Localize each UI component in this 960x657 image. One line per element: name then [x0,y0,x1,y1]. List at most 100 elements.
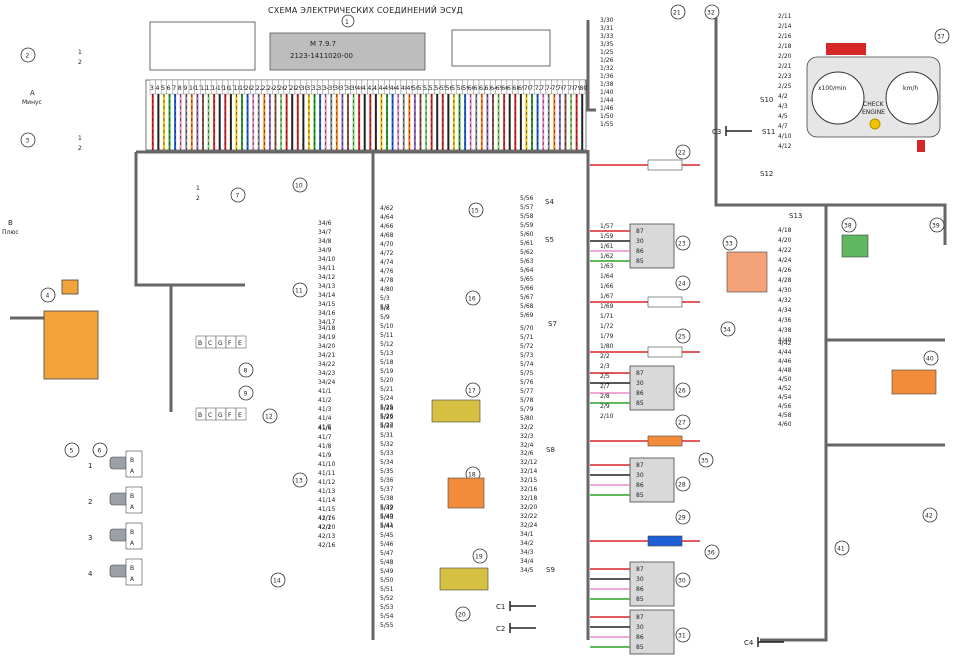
component-ref-circle [834,540,850,556]
component-17-body [431,399,481,423]
connector-letter: F [228,412,232,419]
ground-label: C4 [744,639,754,647]
wire-code: 41/1 [318,388,332,395]
wire-code: 5/8 [380,305,390,312]
wire-code: 42/16 [318,542,335,549]
component-38-body [841,234,869,258]
ecu-pin-number: 4 [155,84,159,92]
wire-code: 5/38 [380,495,394,502]
wire-code: 5/79 [520,406,534,413]
wire-code: 1/64 [600,273,614,280]
component-ref-number: 10 [295,183,303,190]
wire-code: 41/4 [318,415,332,422]
wire-code: 1/50 [600,113,614,120]
wire-code: 2/21 [778,63,792,70]
connector-letter: F [228,340,232,347]
component-ref-number: 2 [26,53,30,60]
ecu-pin-number: 21 [250,84,258,92]
wire-code: 5/32 [380,441,394,448]
relay-pin-number: 85 [636,258,644,265]
wire-code: 5/19 [380,368,394,375]
component-ref-circle [238,385,254,401]
relay-pin-number: 87 [636,228,644,235]
ecu-pin-number: 78 [568,84,576,92]
ecu-pin-number: 19 [239,84,247,92]
splice-label: S7 [548,320,557,328]
ecu-pin-number: 32 [312,84,320,92]
ecu-pin-number: 36 [334,84,342,92]
wire-code: 5/24 [380,395,394,402]
wire-code: 5/72 [520,343,534,350]
wire-code: 34/15 [318,301,335,308]
wire-code: 4/52 [778,385,792,392]
wire-code: 4/38 [778,327,792,334]
relay-body [629,223,675,269]
injector-connector [125,486,143,514]
ecu-pin-number: 53 [429,84,437,92]
wire-code: 41/16 [318,515,335,522]
component-ref-number: 30 [678,578,686,585]
ecu-pin-number: 68 [512,84,520,92]
wire-code: 2/7 [600,383,610,390]
wire-code: 4/46 [778,358,792,365]
component-ref-number: 9 [244,391,248,398]
diagram-title: СХЕМА ЭЛЕКТРИЧЕСКИХ СОЕДИНЕНИЙ ЭСУД [268,4,463,15]
component-ref-number: 20 [458,612,466,619]
ecu-pin-number: 75 [551,84,559,92]
connector-letter: B [198,340,202,347]
wire-code: 34/20 [318,343,335,350]
wire-code: 2/11 [778,13,792,20]
wire-code: 5/53 [380,604,394,611]
wire-code: 32/14 [520,468,537,475]
ground-label: C2 [496,625,505,633]
wire-code: 5/63 [520,258,534,265]
component-ref-number: 21 [673,10,681,17]
component-ref-number: 17 [468,388,476,395]
wire-code: 4/32 [778,297,792,304]
check-label: CHECK [863,101,885,108]
component-ref-number: 28 [678,482,686,489]
component-ref-circle [675,382,691,398]
component-ref-circle [675,627,691,643]
component-ref-circle [468,202,484,218]
wire-code: 5/42 [380,505,394,512]
ecu-pin-number: 31 [306,84,314,92]
wire-code: 3/35 [600,41,614,48]
wire-code: 4/58 [778,412,792,419]
component-ref-number: 26 [678,388,686,395]
component-ref-number: 37 [937,34,945,41]
ecu-pin-number: 47 [395,84,403,92]
component-ref-number: 29 [678,515,686,522]
ecu-pin-number: 71 [529,84,537,92]
wire-code: 5/64 [520,267,534,274]
cylinder-number: 2 [88,498,92,506]
component-ref-circle [270,572,286,588]
wire-code: 32/3 [520,433,534,440]
wire-code: 2/5 [600,373,610,380]
ecu-pin-number: 79 [574,84,582,92]
ecu-pin-number: 26 [278,84,286,92]
component-ref-circle [292,177,308,193]
component-ref-number: 31 [678,633,686,640]
wire-code: 34/10 [318,256,335,263]
wire-code: 1/55 [600,121,614,128]
component-ref-number: 35 [701,458,709,465]
splice-label: S10 [760,96,773,104]
wire-code: 1/46 [600,105,614,112]
component-ref-number: 41 [837,546,845,553]
wire-code: 5/54 [380,613,394,620]
component-ref-number: 40 [926,356,934,363]
wire-code: 1/63 [600,263,614,270]
wire-code: 4/56 [778,403,792,410]
wire-code: 4/60 [778,421,792,428]
component-ref-circle [675,572,691,588]
wire-code: 5/51 [380,586,394,593]
component-ref-circle [720,321,736,337]
ecu-pin-number: 17 [228,84,236,92]
relay-pin-number: 87 [636,462,644,469]
component-ref-circle [704,544,720,560]
relay-pin-number: 30 [636,380,644,387]
component-ref-number: 33 [725,241,733,248]
